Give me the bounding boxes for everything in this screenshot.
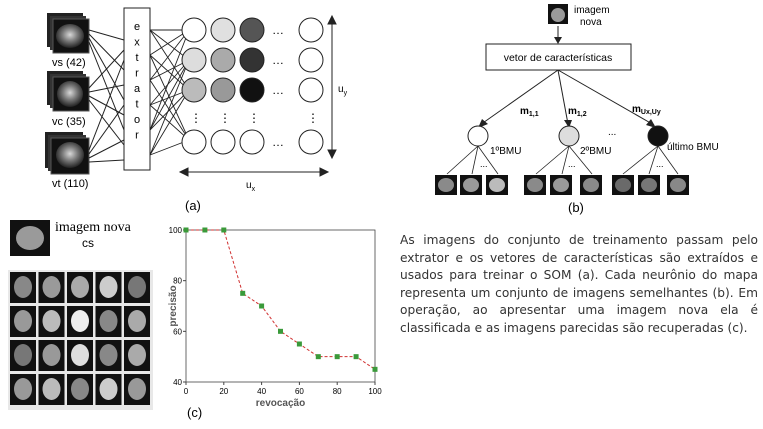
svg-text:…: … — [272, 135, 284, 149]
vector-to-bmu-arrows — [479, 69, 655, 126]
precision-recall-chart: 0 20 40 60 80 100 40 60 80 100 revocação precisão — [168, 226, 382, 409]
bmu-label-last: último BMU — [667, 142, 719, 153]
image-stack-vt — [45, 132, 90, 175]
arrow-heads — [478, 119, 656, 128]
image-stack-vs — [47, 13, 90, 54]
map-axis-arrows — [178, 14, 337, 177]
query-image-title: imagem nova — [55, 220, 132, 235]
svg-text:…: … — [272, 23, 284, 37]
bmu-2 — [558, 125, 580, 147]
chart-frame — [185, 229, 376, 383]
bmu-gap-ellipsis: ... — [608, 127, 616, 138]
edge-label-m12: m1,2 — [568, 106, 587, 118]
y-tick-label: 100 — [169, 226, 183, 235]
data-point — [372, 366, 378, 372]
x-tick-label: 20 — [219, 387, 228, 396]
x-tick-label: 0 — [184, 387, 189, 396]
x-tick-label: 80 — [333, 387, 342, 396]
svg-text:…: … — [272, 83, 284, 97]
caption-a: (a) — [185, 198, 201, 213]
data-point — [334, 354, 340, 360]
data-point — [183, 227, 189, 233]
grid-ellipses: … … … … ⋮ ⋮ ⋮ ⋮ — [190, 23, 319, 149]
svg-text:⋮: ⋮ — [219, 111, 231, 125]
panel-b: imagem nova vetor de características m1,… — [420, 0, 763, 220]
data-point — [278, 328, 283, 334]
new-image-label-line1: imagem — [574, 5, 610, 16]
edge-label-m11: m1,1 — [520, 106, 539, 118]
data-point — [240, 290, 246, 296]
bmu-label-2: 2ºBMU — [580, 146, 611, 157]
panel-c: imagem nova cs 0 20 40 60 80 100 40 60 80 100 revo… — [0, 214, 395, 424]
data-point — [296, 341, 302, 347]
query-image-subtitle: cs — [82, 236, 94, 250]
svg-text:⋮: ⋮ — [307, 111, 319, 125]
retrieved-thumbnails — [435, 175, 689, 195]
caption-c: (c) — [187, 405, 202, 420]
description-text: As imagens do conjunto de treinamento pa… — [400, 233, 758, 335]
x-axis-label: revocação — [256, 398, 305, 409]
neuron-grid — [181, 17, 324, 155]
image-stack-vc — [47, 71, 90, 112]
bmu-label-1: 1ºBMU — [490, 146, 521, 157]
bmu-retrieval-diagram: imagem nova vetor de características m1,… — [435, 4, 719, 215]
x-tick-label: 60 — [295, 387, 304, 396]
caption-b: (b) — [568, 200, 584, 215]
bmu-branches — [446, 145, 679, 175]
x-tick-label: 40 — [257, 387, 266, 396]
data-point — [259, 303, 265, 309]
axis-uy-label: uy — [338, 84, 348, 97]
data-point — [202, 227, 208, 233]
new-image-label-line2: nova — [580, 17, 602, 28]
axis-ux-label: ux — [246, 180, 256, 193]
y-tick-label: 80 — [173, 277, 182, 286]
retrieval-result-panel: imagem nova cs 0 20 40 60 80 100 40 60 80 100 revo… — [8, 220, 382, 420]
svg-text:...: ... — [656, 159, 664, 169]
y-tick-label: 60 — [173, 327, 182, 336]
bmu-last — [647, 125, 669, 147]
svg-text:⋮: ⋮ — [248, 111, 260, 125]
svg-text:…: … — [272, 53, 284, 67]
svg-text:⋮: ⋮ — [190, 111, 202, 125]
data-point — [353, 354, 359, 360]
y-tick-label: 40 — [173, 378, 182, 387]
stack-label-vt: vt (110) — [52, 178, 88, 190]
extractor-box — [123, 7, 151, 171]
stack-label-vs: vs (42) — [52, 57, 86, 69]
edge-label-mux-uy: mUx,Uy — [632, 104, 661, 116]
series-line — [186, 229, 376, 370]
feature-vector-box — [485, 43, 632, 71]
feature-vector-label: vetor de características — [504, 52, 613, 64]
data-point — [221, 227, 227, 233]
svg-text:...: ... — [568, 159, 576, 169]
bmu-1 — [467, 125, 489, 147]
stack-label-vc: vc (35) — [52, 116, 86, 128]
data-point — [315, 354, 321, 360]
y-axis-label: precisão — [168, 285, 179, 326]
svg-text:...: ... — [480, 159, 488, 169]
x-tick-label: 100 — [368, 387, 382, 396]
stack-to-extractor-lines — [88, 29, 125, 163]
